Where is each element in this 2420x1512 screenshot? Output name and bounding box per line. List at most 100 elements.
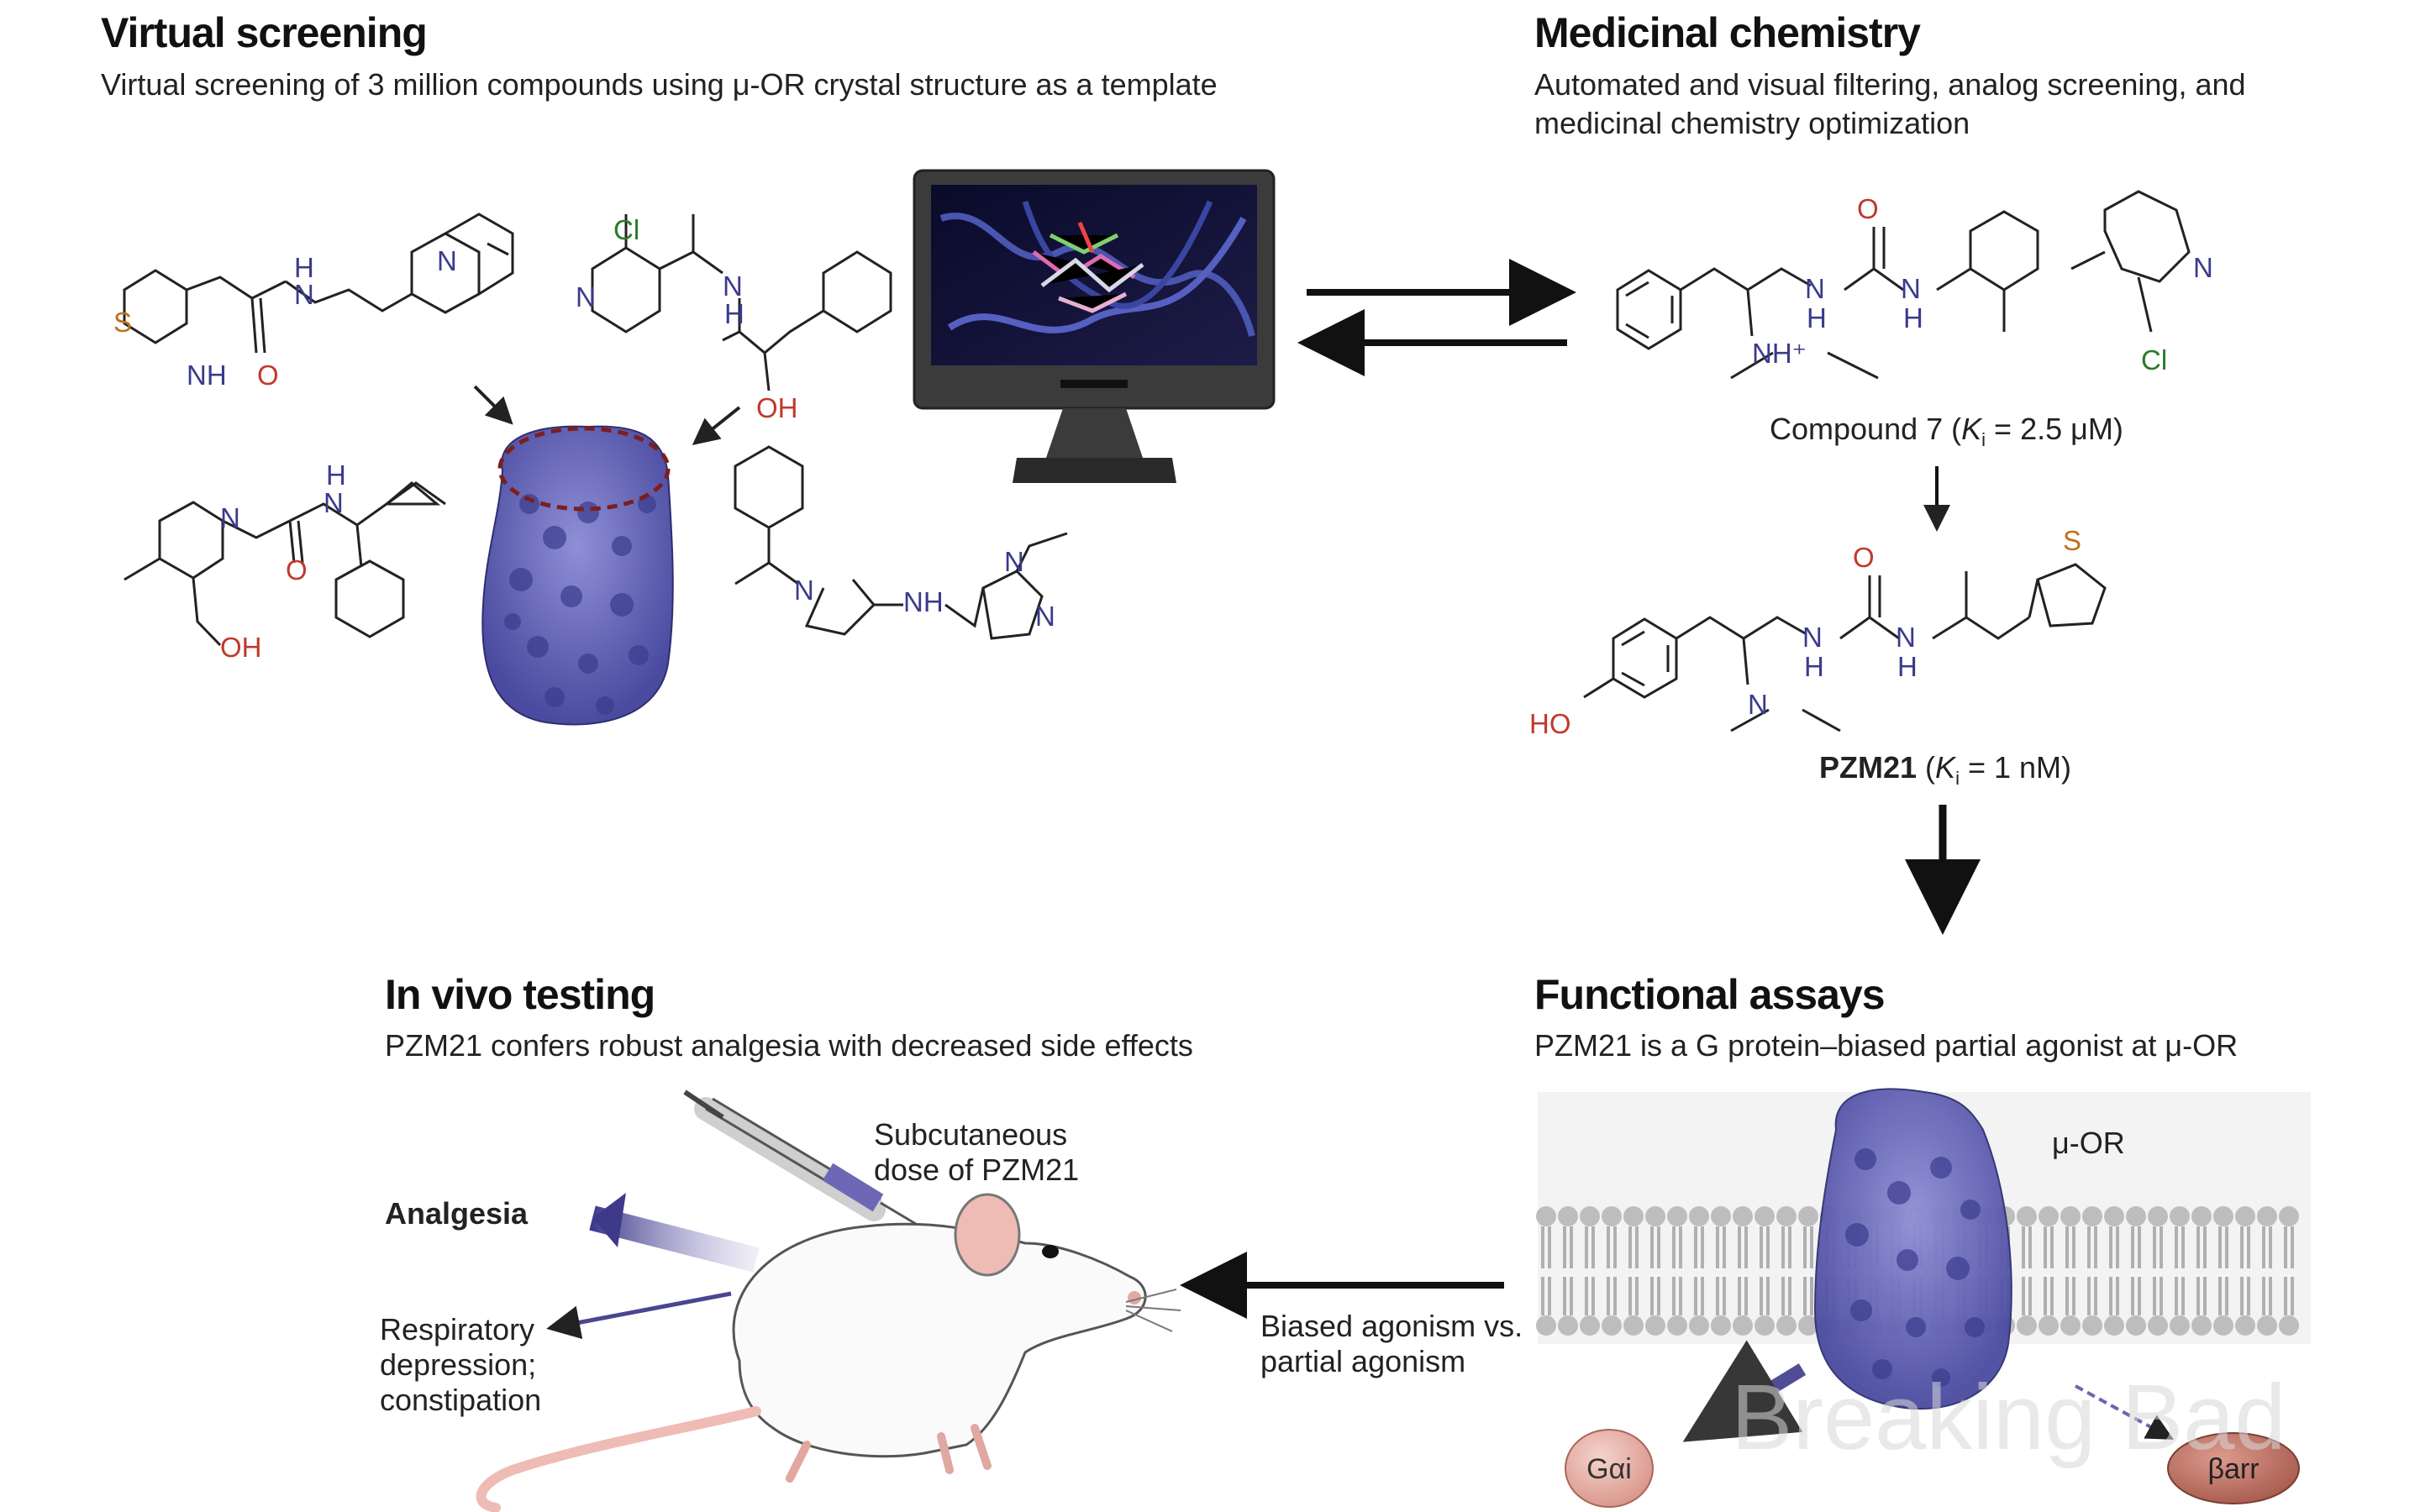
receptor-protein-vs	[481, 425, 674, 726]
compound7-ki-sub: i	[1981, 429, 1986, 451]
atom-h-1: H	[1804, 651, 1824, 682]
analgesia-label: Analgesia	[385, 1196, 529, 1231]
lipid-head-bottom	[1798, 1315, 1818, 1336]
lipid-tail	[2240, 1226, 2250, 1315]
atom-oh: OH	[756, 392, 798, 423]
lipid-head-bottom	[2148, 1315, 2168, 1336]
lipid-tail	[1563, 1226, 1573, 1315]
functional-assays-title: Functional assays	[1534, 971, 1885, 1018]
lipid-tail	[2175, 1226, 2185, 1315]
lipid-head-top	[2060, 1206, 2081, 1226]
atom-o: O	[286, 554, 308, 585]
lipid-tail	[1650, 1226, 1660, 1315]
atom-cl: Cl	[2141, 344, 2167, 375]
in-vivo-subtitle: PZM21 confers robust analgesia with decr…	[385, 1028, 1193, 1063]
atom-nh: NH	[903, 586, 944, 617]
g-protein-node	[1565, 1429, 1654, 1508]
atom-s: S	[2063, 525, 2081, 556]
lipid-head-top	[2017, 1206, 2037, 1226]
bias-line1: Biased agonism vs.	[1260, 1309, 1523, 1343]
arrow-mol1-to-receptor	[473, 385, 513, 425]
atom-n-quinoline: N	[437, 245, 457, 276]
lipid-tail	[2109, 1226, 2119, 1315]
side-effects-line3: constipation	[380, 1383, 542, 1417]
arrow-to-g-protein	[1682, 1340, 1807, 1442]
lipid-head-top	[1711, 1206, 1731, 1226]
atom-h-1: H	[1807, 302, 1827, 333]
lipid-head-bottom	[2191, 1315, 2212, 1336]
compound7-k: K	[1961, 412, 1982, 446]
lipid-head-top	[2213, 1206, 2233, 1226]
lipid-head-top	[1536, 1206, 1556, 1226]
side-effects-line1: Respiratory	[380, 1312, 535, 1347]
lipid-head-bottom	[1689, 1315, 1709, 1336]
lipid-tail	[2262, 1226, 2272, 1315]
lipid-head-bottom	[1667, 1315, 1687, 1336]
lipid-head-bottom	[2104, 1315, 2124, 1336]
atom-n-pyrrolidine: N	[794, 575, 814, 606]
virtual-screening-title: Virtual screening	[101, 9, 428, 56]
lipid-tail	[1628, 1226, 1639, 1315]
atom-n-pyridine: N	[2193, 252, 2213, 283]
atom-s: S	[113, 307, 132, 338]
atom-ho: HO	[1529, 708, 1571, 739]
atom-cl: Cl	[613, 214, 639, 245]
atom-n-2: N	[1896, 622, 1916, 653]
lipid-head-bottom	[1580, 1315, 1600, 1336]
lipid-tail	[2087, 1226, 2097, 1315]
lipid-tail	[2065, 1226, 2075, 1315]
lipid-tail	[1803, 1226, 1813, 1315]
lipid-head-top	[2039, 1206, 2059, 1226]
barr-label: βarr	[2207, 1453, 2259, 1485]
atom-h-2: H	[1903, 302, 1923, 333]
atom-n-pyrazole-2: N	[1035, 601, 1055, 632]
lipid-tail	[1607, 1226, 1617, 1315]
g-protein-label: Gαi	[1586, 1453, 1632, 1485]
pzm21-ki-sub: i	[1955, 768, 1960, 790]
atom-nh-plus: NH⁺	[1752, 338, 1807, 369]
lipid-tail	[1541, 1226, 1551, 1315]
receptor-protein-fa	[1813, 1088, 2012, 1410]
lipid-head-bottom	[1558, 1315, 1578, 1336]
atom-n: N	[220, 502, 240, 533]
lipid-head-bottom	[1776, 1315, 1797, 1336]
lipid-head-top	[2279, 1206, 2299, 1226]
lipid-head-top	[2082, 1206, 2102, 1226]
lipid-tail	[1716, 1226, 1726, 1315]
lipid-head-bottom	[2279, 1315, 2299, 1336]
atom-n-pyrazole-1: N	[1004, 546, 1024, 577]
in-vivo-title: In vivo testing	[385, 971, 655, 1018]
lipid-head-bottom	[2257, 1315, 2277, 1336]
atom-n-1: N	[1802, 622, 1823, 653]
bias-line2: partial agonism	[1260, 1344, 1466, 1378]
lipid-head-bottom	[2213, 1315, 2233, 1336]
atom-h: H	[724, 298, 744, 329]
lipid-tail	[2153, 1226, 2163, 1315]
medicinal-chemistry-title: Medicinal chemistry	[1534, 9, 1921, 56]
lipid-head-top	[1623, 1206, 1644, 1226]
lipid-head-top	[2170, 1206, 2190, 1226]
atom-h: H	[294, 252, 314, 283]
medicinal-chemistry-subtitle-line2: medicinal chemistry optimization	[1534, 106, 1970, 140]
atom-n: N	[723, 270, 743, 302]
lipid-head-bottom	[2039, 1315, 2059, 1336]
lipid-head-bottom	[2017, 1315, 2037, 1336]
atom-n-1: N	[1805, 273, 1825, 304]
computer-monitor	[913, 169, 1276, 483]
dose-line1: Subcutaneous	[874, 1117, 1068, 1152]
compound-7-structure: O N H N H NH⁺ N Cl	[1616, 193, 2213, 380]
lipid-tail	[1672, 1226, 1682, 1315]
lipid-head-top	[2257, 1206, 2277, 1226]
lipid-head-top	[2148, 1206, 2168, 1226]
lipid-head-bottom	[1645, 1315, 1665, 1336]
dose-line2: dose of PZM21	[874, 1152, 1080, 1187]
atom-o: O	[257, 360, 279, 391]
barr-node	[2167, 1432, 2300, 1504]
compound7-value: = 2.5 μM)	[1986, 412, 2123, 446]
lipid-tail	[1781, 1226, 1791, 1315]
lipid-tail	[2022, 1226, 2032, 1315]
watermark: Breaking Bad	[1731, 1366, 2286, 1469]
lipid-tail	[2196, 1226, 2207, 1315]
lipid-head-bottom	[2082, 1315, 2102, 1336]
lipid-head-top	[1776, 1206, 1797, 1226]
